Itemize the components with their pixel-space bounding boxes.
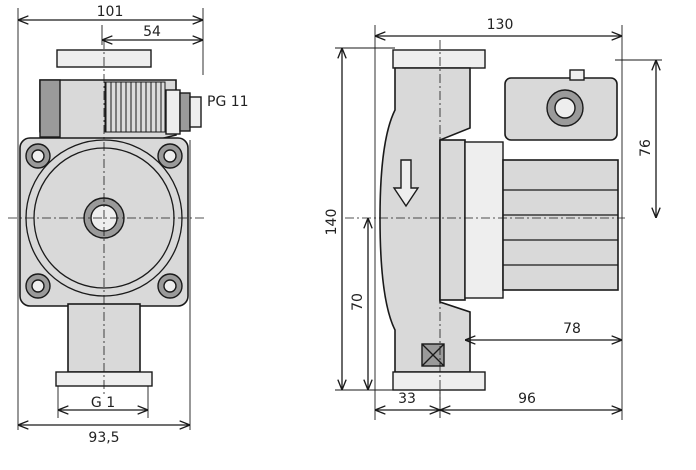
dim-side-total-height: 140	[324, 209, 340, 236]
side-motor-body	[502, 159, 619, 291]
dim-side-motor-depth: 78	[563, 321, 581, 337]
side-view: 130 140 70 76 78 33 96	[324, 17, 662, 420]
dim-side-right-offset: 96	[518, 391, 536, 407]
front-gland-nut	[179, 92, 191, 132]
side-flange-bottom	[392, 371, 486, 391]
dim-side-length-top: 130	[487, 17, 514, 33]
dim-front-width-top: 101	[97, 4, 124, 20]
front-view: 101 54 PG 11 G 1 93,5	[8, 4, 249, 446]
side-pump-body	[379, 67, 471, 373]
dim-front-width-bottom: 93,5	[88, 430, 119, 446]
side-terminal-cap	[569, 69, 585, 81]
front-gland-base	[165, 89, 181, 135]
dim-side-left-offset: 33	[398, 391, 416, 407]
dim-thread: G 1	[91, 395, 115, 411]
dim-front-connector-offset: 54	[143, 24, 161, 40]
dim-side-lower-height: 70	[350, 293, 366, 311]
front-terminal-left	[39, 79, 61, 138]
side-motor-flange	[439, 139, 466, 301]
dim-cable-gland: PG 11	[207, 94, 249, 110]
dim-side-motor-height: 76	[638, 139, 654, 157]
front-gland-end	[189, 96, 202, 128]
side-motor-collar	[464, 141, 504, 299]
side-flange-top	[392, 49, 486, 69]
flow-arrow-icon	[392, 159, 420, 208]
